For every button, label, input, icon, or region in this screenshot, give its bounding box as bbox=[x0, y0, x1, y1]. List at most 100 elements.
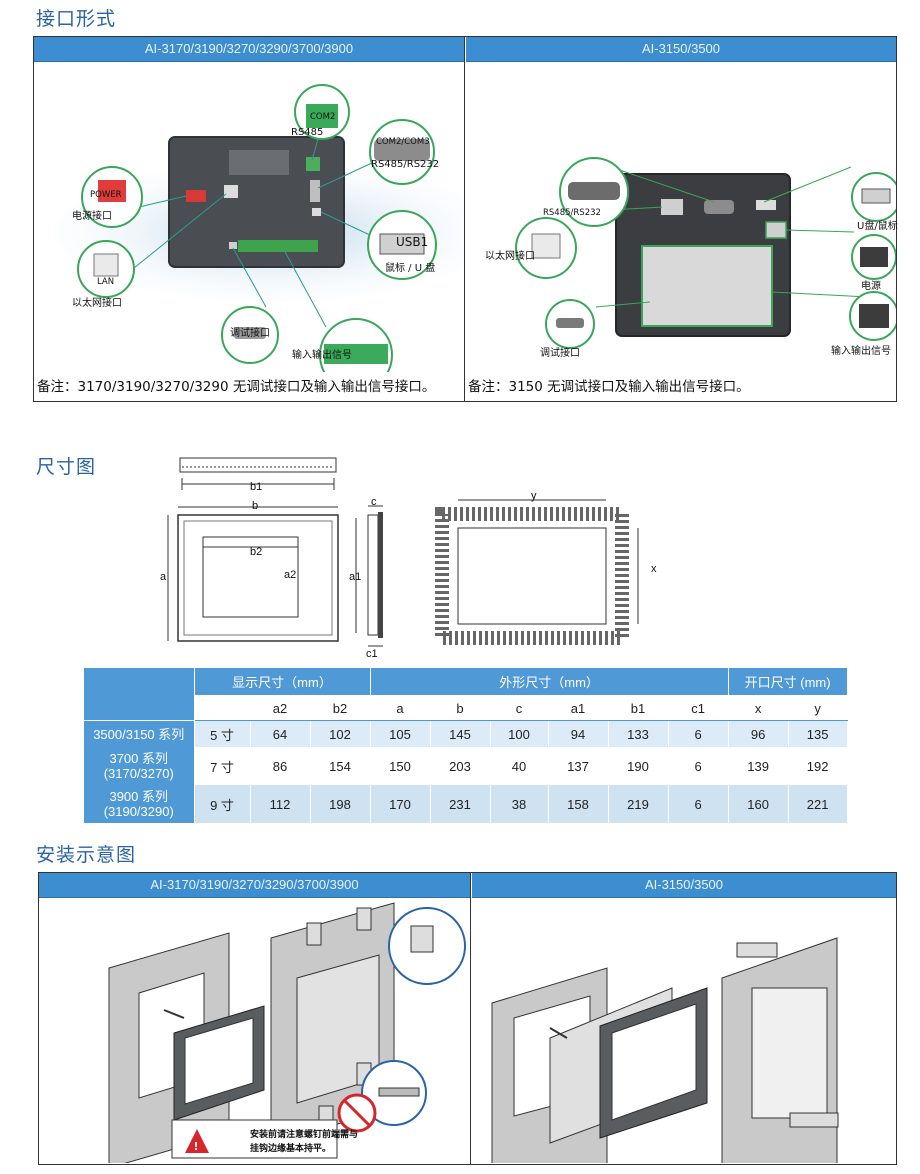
right-clip-top bbox=[736, 942, 778, 958]
series-line2: (3170/3270) bbox=[103, 766, 174, 781]
r-usb-connector-icon bbox=[861, 188, 891, 204]
value-cell: 133 bbox=[608, 720, 669, 747]
install-left-illustration: ! bbox=[108, 902, 466, 1163]
r-callout-debug-line bbox=[595, 301, 651, 308]
r-label-udisk-mouse: U盘/鼠标 bbox=[857, 221, 898, 232]
value-cell: 135 bbox=[788, 720, 848, 747]
spec-table: 显示尺寸（mm） 外形尺寸（mm） 开口尺寸 (mm) a2 b2 a b c … bbox=[84, 668, 848, 823]
usb-connector-icon bbox=[379, 233, 425, 255]
value-cell: 6 bbox=[668, 747, 729, 785]
install-panel: AI-3170/3190/3270/3290/3700/3900 AI-3150… bbox=[38, 872, 897, 1165]
dim-label-b2: b2 bbox=[250, 546, 263, 558]
install-right-illustration bbox=[491, 937, 839, 1163]
spec-header-display: 显示尺寸（mm） bbox=[194, 668, 371, 696]
value-cell: 198 bbox=[310, 785, 371, 823]
callout-lan-line bbox=[128, 193, 227, 273]
dim-label-a: a bbox=[160, 571, 167, 583]
value-cell: 40 bbox=[490, 747, 549, 785]
spec-subheader: a1 bbox=[548, 695, 609, 721]
front-display-area bbox=[202, 536, 299, 618]
right-lan-jack bbox=[661, 199, 683, 215]
value-cell: 137 bbox=[548, 747, 609, 785]
value-cell: 154 bbox=[310, 747, 371, 785]
cutout-hatch bbox=[435, 507, 629, 645]
install-right-header: AI-3150/3500 bbox=[472, 873, 896, 898]
right-insert-arrow bbox=[549, 1027, 568, 1039]
right-power-terminal bbox=[765, 221, 787, 239]
value-cell: 105 bbox=[370, 720, 431, 747]
r-power-connector-icon bbox=[860, 247, 888, 267]
r-label-io: 输入输出信号 bbox=[831, 346, 891, 357]
table-row: 3500/3150 系列 5 寸 64 102 105 145 100 94 1… bbox=[84, 720, 848, 747]
dim-label-a1: a1 bbox=[349, 571, 362, 583]
left-usb-port bbox=[312, 208, 321, 216]
right-usb-port bbox=[756, 200, 776, 210]
r-callout-io-line bbox=[771, 291, 869, 298]
series-line2: (3190/3290) bbox=[103, 804, 174, 819]
prohibited-slash bbox=[342, 1098, 372, 1128]
warning-exclamation: ! bbox=[193, 1140, 198, 1153]
value-cell: 38 bbox=[490, 785, 549, 823]
section-title-dimensions: 尺寸图 bbox=[36, 456, 97, 478]
r-callout-power-line bbox=[785, 229, 855, 233]
value-cell: 231 bbox=[430, 785, 491, 823]
interface-divider bbox=[464, 37, 465, 401]
top-view-outline bbox=[179, 457, 337, 473]
left-power-terminal bbox=[186, 190, 206, 202]
spec-subheader: b1 bbox=[608, 695, 669, 721]
value-cell: 100 bbox=[490, 720, 549, 747]
right-interface-illustration bbox=[515, 157, 896, 349]
value-cell: 139 bbox=[728, 747, 789, 785]
left-debug-port bbox=[229, 242, 237, 249]
value-cell: 221 bbox=[788, 785, 848, 823]
right-db9-port bbox=[704, 200, 734, 214]
side-view-bezel bbox=[378, 512, 383, 638]
table-row: 3700 系列(3170/3270) 7 寸 86 154 150 203 40… bbox=[84, 747, 848, 785]
r-label-debug: 调试接口 bbox=[540, 348, 580, 359]
dimension-drawing bbox=[167, 457, 639, 647]
spec-subheader-row: a2 b2 a b c a1 b1 c1 x y bbox=[84, 695, 848, 721]
power-connector-icon bbox=[98, 180, 126, 202]
value-cell: 192 bbox=[788, 747, 848, 785]
interface-panel: AI-3170/3190/3270/3290/3700/3900 AI-3150… bbox=[33, 36, 898, 402]
value-cell: 158 bbox=[548, 785, 609, 823]
debug-connector-icon bbox=[234, 327, 266, 339]
spec-subheader: c bbox=[490, 695, 549, 721]
label-debug: 调试接口 bbox=[230, 328, 270, 339]
value-cell: 102 bbox=[310, 720, 371, 747]
value-cell: 145 bbox=[430, 720, 491, 747]
db9-connector-icon bbox=[374, 139, 430, 161]
callout-power-line bbox=[138, 195, 187, 208]
com2-connector-icon bbox=[306, 104, 338, 128]
value-cell: 6 bbox=[668, 785, 729, 823]
right-terminal-block bbox=[642, 246, 772, 326]
label-rs485-rs232: RS485/RS232 bbox=[371, 159, 440, 170]
value-cell: 203 bbox=[430, 747, 491, 785]
r-label-power: 电源 bbox=[861, 281, 881, 292]
r-db9-connector-icon bbox=[568, 182, 620, 200]
r-debug-connector-icon bbox=[556, 318, 584, 328]
callout-usb-line bbox=[320, 211, 375, 238]
table-row: 3900 系列(3190/3290) 9 寸 112 198 170 231 3… bbox=[84, 785, 848, 823]
front-bezel bbox=[183, 520, 333, 636]
value-cell: 150 bbox=[370, 747, 431, 785]
left-com2-terminal bbox=[306, 157, 320, 171]
clip-top-left bbox=[306, 922, 322, 946]
series-cell: 3500/3150 系列 bbox=[84, 720, 195, 747]
spec-subheader: a2 bbox=[250, 695, 311, 721]
left-device-body bbox=[168, 136, 345, 268]
dim-label-c1: c1 bbox=[366, 648, 378, 660]
interface-right-note: 备注：3150 无调试接口及输入输出信号接口。 bbox=[468, 379, 750, 395]
left-interface-illustration bbox=[54, 84, 464, 372]
r-label-rs485-rs232: RS485/RS232 bbox=[543, 208, 601, 218]
spec-subheader: y bbox=[788, 695, 848, 721]
label-ethernet: 以太网接口 bbox=[72, 298, 122, 309]
side-view-body bbox=[367, 514, 379, 636]
cutout-opening bbox=[457, 527, 607, 625]
label-lan: LAN bbox=[97, 277, 115, 287]
spec-header-outline: 外形尺寸（mm） bbox=[370, 668, 729, 696]
dim-label-x: x bbox=[651, 563, 657, 575]
spec-subheader: a bbox=[370, 695, 431, 721]
label-com2-com3: COM2/COM3 bbox=[376, 137, 430, 147]
interface-right-header: AI-3150/3500 bbox=[466, 37, 896, 62]
